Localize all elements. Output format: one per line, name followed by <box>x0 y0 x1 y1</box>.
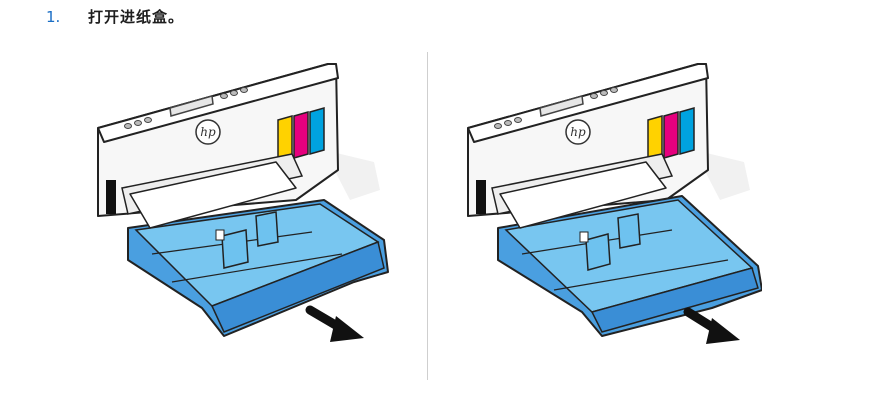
paper-stack <box>499 161 667 229</box>
svg-text:hp: hp <box>570 125 586 139</box>
pull-arrow-icon <box>305 305 364 342</box>
step-instruction: 1. 打开进纸盒。 <box>46 6 184 28</box>
printer-illustration-tray-closed: hp <box>97 63 389 342</box>
printer-illustration-tray-extended: hp <box>467 63 762 344</box>
pull-arrow-icon <box>683 307 740 344</box>
step-text: 打开进纸盒。 <box>88 8 185 26</box>
ink-tanks-icon <box>277 107 325 163</box>
hp-logo: hp <box>195 119 221 145</box>
control-panel-buttons <box>494 87 618 129</box>
step-number: 1. <box>46 8 61 26</box>
control-panel-display <box>169 95 214 117</box>
svg-text:hp: hp <box>200 125 216 139</box>
figure-divider <box>427 52 428 380</box>
hp-logo: hp <box>565 119 591 145</box>
paper-stack <box>129 161 297 229</box>
control-panel-buttons <box>124 87 248 129</box>
ink-tanks-icon <box>647 107 695 163</box>
control-panel-display <box>539 95 584 117</box>
